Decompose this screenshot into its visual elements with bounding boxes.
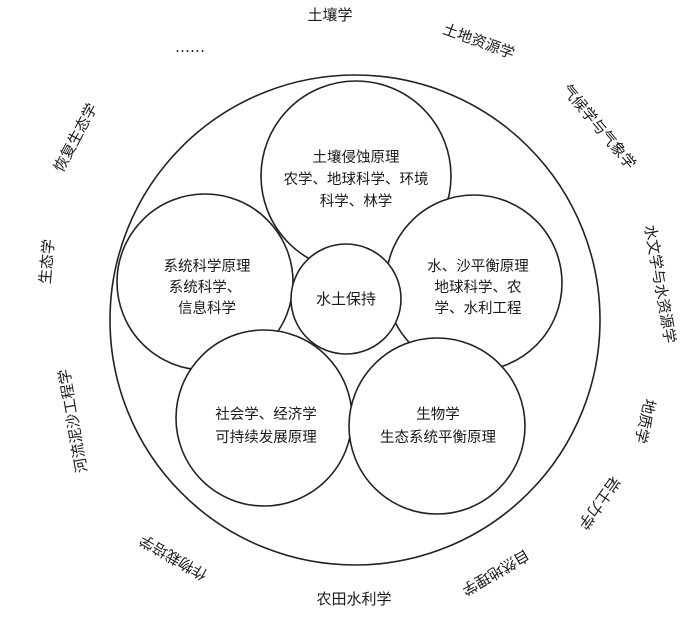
ring-label-left-middle: 生态学: [36, 238, 58, 284]
ring-label-left-upper: 恢复生态学: [50, 100, 101, 175]
right-circle-line-2: 地球科学、农: [435, 279, 522, 296]
right-circle-line-3: 学、水利工程: [435, 300, 522, 317]
top-circle-line-3: 科学、林学: [320, 193, 393, 210]
ring-label-ellipsis: ……: [175, 38, 205, 56]
left-circle-line-3: 信息科学: [178, 300, 236, 317]
bottom-right-circle-line-2: 生态系统平衡原理: [380, 429, 496, 446]
bottom-left-circle-line-1: 社会学、经济学: [215, 406, 317, 423]
top-circle-line-2: 农学、地球科学、环境: [284, 170, 429, 188]
top-circle-line-1: 土壤侵蚀原理: [313, 148, 400, 166]
ring-label-bottom: 农田水利学: [316, 590, 391, 608]
circle-center: [290, 243, 402, 355]
ring-label-right-lower: 地质学: [631, 397, 659, 445]
ring-label-left-lower: 河流泥沙工程学: [55, 368, 91, 475]
left-circle-line-2: 系统科学、: [169, 279, 242, 296]
ring-label-bottom-right-b: 自然地理学: [459, 546, 533, 599]
ring-label-bottom-left: 作物栽培学: [137, 531, 211, 584]
ring-label-top-right: 土地资源学: [440, 20, 517, 63]
left-circle-line-1: 系统科学原理: [164, 258, 251, 275]
bottom-left-circle-line-2: 可持续发展原理: [215, 429, 317, 446]
ring-label-top: 土壤学: [307, 6, 352, 24]
ring-label-bottom-right-a: 岩土力学: [575, 473, 624, 532]
bottom-right-circle-line-1: 生物学: [416, 406, 460, 423]
ring-label-right-middle: 水文学与水资源学: [641, 223, 680, 344]
center-label: 水土保持: [316, 290, 376, 308]
right-circle-line-1: 水、沙平衡原理: [427, 258, 529, 275]
circle-bottom-right: [348, 337, 526, 515]
ring-label-right-upper: 气候学与气象学: [558, 81, 639, 173]
